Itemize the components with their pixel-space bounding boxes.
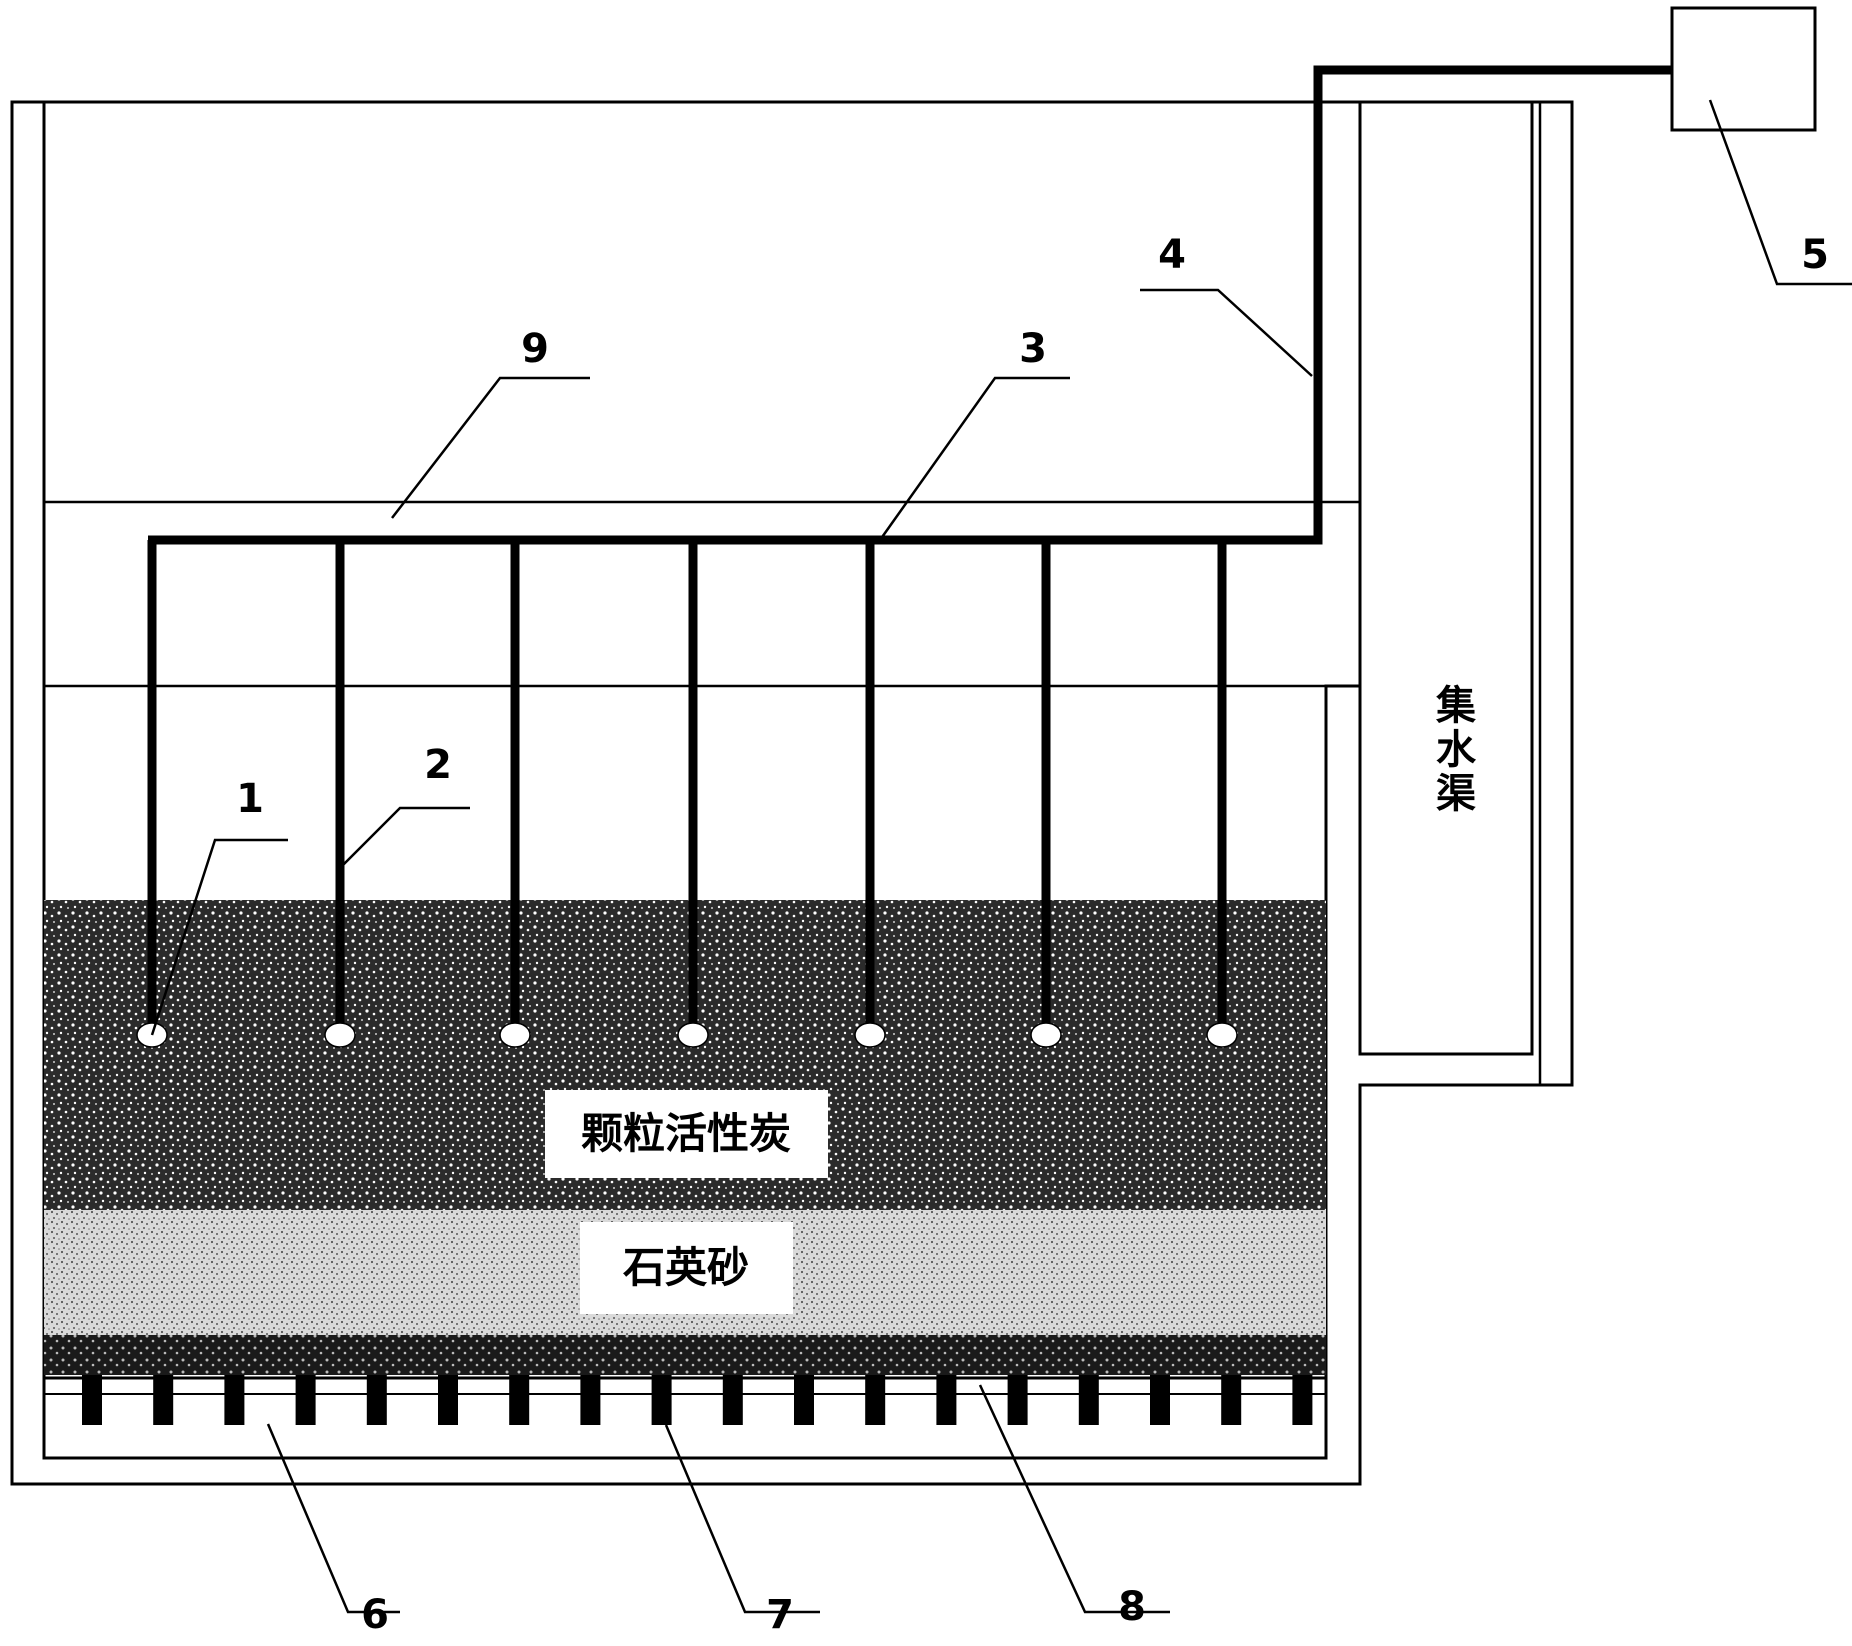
collection-channel-label: 集水渠 bbox=[1429, 684, 1477, 816]
callout-1: 1 bbox=[236, 776, 264, 822]
blower-box bbox=[1670, 6, 1817, 132]
filter-nozzle bbox=[153, 1375, 174, 1425]
callout-2: 2 bbox=[424, 742, 452, 788]
collection-channel bbox=[1358, 100, 1534, 1056]
callout-leader-5 bbox=[1708, 99, 1852, 286]
air-main-pipe bbox=[148, 65, 1672, 545]
filter-nozzle bbox=[580, 1375, 601, 1425]
filter-nozzle bbox=[1007, 1375, 1028, 1425]
filter-nozzle bbox=[865, 1375, 886, 1425]
layer-label-box bbox=[580, 1222, 793, 1314]
callout-9: 9 bbox=[521, 326, 549, 372]
callout-leader-3 bbox=[878, 376, 1070, 541]
callout-3: 3 bbox=[1019, 326, 1047, 372]
air-diffuser bbox=[1206, 1022, 1238, 1048]
air-diffuser bbox=[499, 1022, 531, 1048]
callout-6: 6 bbox=[361, 1592, 389, 1638]
filter-nozzle bbox=[1292, 1375, 1313, 1425]
quartz-sand-label: 石英砂 bbox=[623, 1243, 749, 1292]
air-diffuser bbox=[1030, 1022, 1062, 1048]
callout-8: 8 bbox=[1118, 1584, 1146, 1630]
callout-leader-6 bbox=[266, 1423, 400, 1614]
callout-4: 4 bbox=[1158, 232, 1186, 278]
layer-label-box bbox=[545, 1090, 828, 1178]
filter-nozzle bbox=[82, 1375, 102, 1425]
activated-carbon-label: 颗粒活性炭 bbox=[581, 1109, 791, 1158]
air-diffuser bbox=[677, 1022, 709, 1048]
filter-nozzle bbox=[295, 1375, 316, 1425]
filter-nozzle bbox=[651, 1375, 672, 1425]
filter-nozzle bbox=[224, 1375, 245, 1425]
callout-leader-7 bbox=[664, 1424, 820, 1614]
callout-7: 7 bbox=[766, 1592, 794, 1638]
callout-leader-8 bbox=[978, 1384, 1170, 1614]
filter-nozzle bbox=[366, 1375, 387, 1425]
filter-nozzle bbox=[794, 1375, 814, 1425]
air-diffuser bbox=[854, 1022, 886, 1048]
filter-nozzle bbox=[438, 1375, 458, 1425]
callout-leader-1 bbox=[150, 838, 288, 1036]
callout-leader-9 bbox=[391, 376, 590, 519]
filter-nozzle bbox=[1221, 1375, 1242, 1425]
callout-5: 5 bbox=[1801, 232, 1829, 278]
air-diffuser bbox=[324, 1022, 356, 1048]
support-gravel-layer bbox=[44, 1335, 1326, 1375]
filter-nozzle bbox=[1150, 1375, 1170, 1425]
callout-leader-4 bbox=[1140, 288, 1313, 377]
filter-nozzle bbox=[722, 1375, 743, 1425]
filter-nozzles bbox=[82, 1375, 1313, 1425]
filter-nozzle bbox=[936, 1375, 957, 1425]
tank-outer-wall bbox=[10, 100, 1574, 1486]
air-branch-pipes bbox=[136, 540, 1238, 1048]
filter-nozzle bbox=[509, 1375, 530, 1425]
callout-leader-2 bbox=[339, 806, 470, 869]
filter-nozzle bbox=[1078, 1375, 1099, 1425]
